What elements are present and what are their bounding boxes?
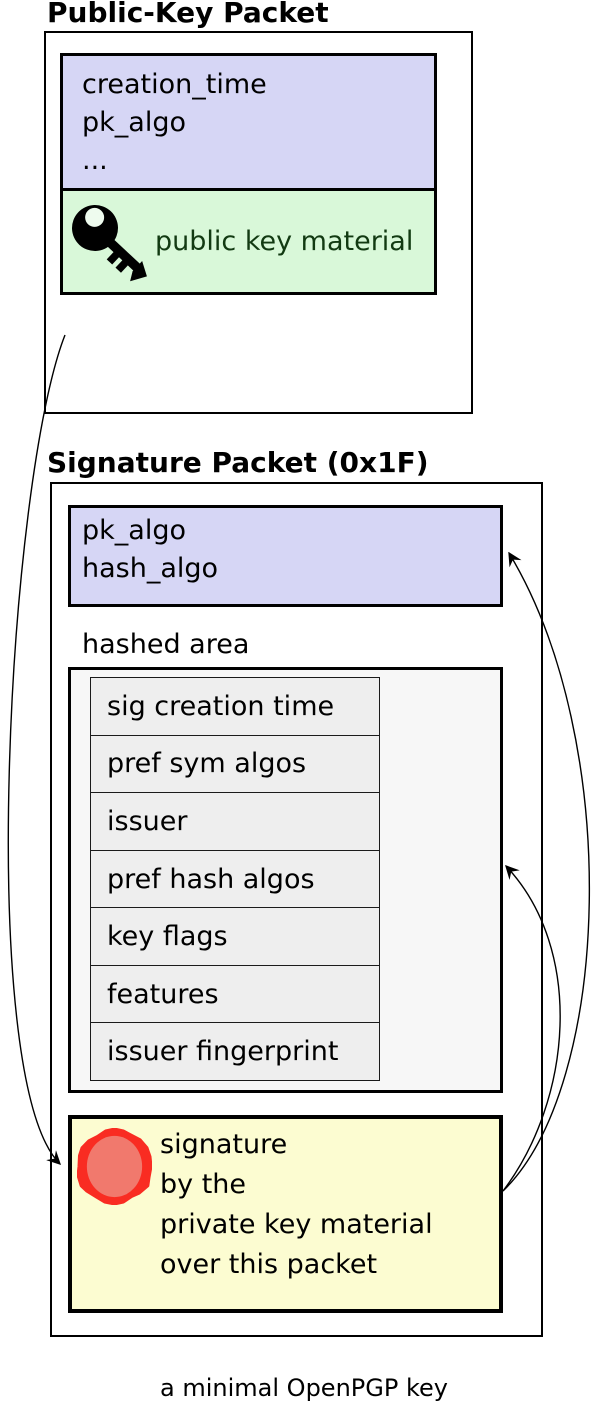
signature-text: signature by the private key material ov… <box>160 1125 433 1285</box>
hashed-subpacket-row: sig creation time <box>107 690 335 722</box>
hashed-subpacket-table: sig creation time pref sym algos issuer … <box>90 677 380 1081</box>
caption: a minimal OpenPGP key <box>160 1374 448 1402</box>
public-key-header-box: creation_time pk_algo ... <box>60 53 437 191</box>
public-key-packet-title: Public-Key Packet <box>47 0 329 29</box>
hashed-subpacket-row: issuer fingerprint <box>91 1022 379 1080</box>
key-material-box: public key material <box>60 188 437 295</box>
signature-packet-title: Signature Packet (0x1F) <box>47 446 429 479</box>
header-field-line: pk_algo <box>82 515 186 546</box>
key-material-label: public key material <box>155 225 414 257</box>
signature-text-line: private key material <box>160 1209 433 1240</box>
hashed-subpacket-row: features <box>91 964 379 1023</box>
hashed-subpacket-row: pref hash algos <box>91 849 379 908</box>
signature-value-box: signature by the private key material ov… <box>68 1115 503 1313</box>
header-field-line: creation_time <box>82 69 267 100</box>
header-field-line: pk_algo <box>82 107 186 138</box>
hashed-subpacket-row: pref sym algos <box>91 734 379 793</box>
header-field-line: ... <box>82 145 108 176</box>
seal-icon <box>77 1128 152 1205</box>
signature-text-line: signature <box>160 1129 288 1160</box>
hashed-area-label: hashed area <box>82 629 250 660</box>
hashed-subpacket-row: issuer <box>91 792 379 850</box>
signature-text-line: over this packet <box>160 1249 378 1280</box>
signature-text-line: by the <box>160 1169 247 1200</box>
key-icon <box>72 204 147 281</box>
header-field-line: hash_algo <box>82 553 219 584</box>
signature-header-box: pk_algo hash_algo <box>68 505 503 607</box>
hashed-subpacket-row: key flags <box>91 907 379 965</box>
